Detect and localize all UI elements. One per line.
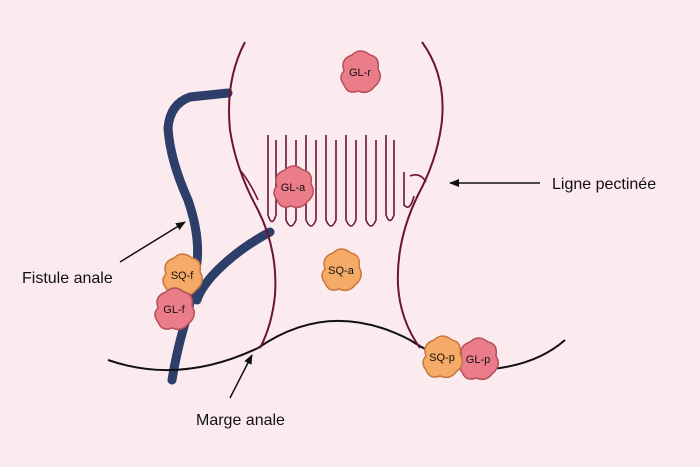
fistula-branch bbox=[192, 227, 275, 305]
gland-label-sq-f: SQ-f bbox=[171, 270, 195, 282]
skin-line-center bbox=[257, 319, 566, 370]
gland-gl-a: GL-a bbox=[273, 165, 314, 209]
gland-label-gl-r: GL-r bbox=[349, 67, 371, 79]
canal-wall-left bbox=[228, 41, 277, 349]
label-ligne-pectinee: Ligne pectinée bbox=[552, 176, 656, 193]
gland-sq-p: SQ-p bbox=[422, 335, 463, 379]
canal-wall-right bbox=[396, 41, 444, 349]
gland-sq-a: SQ-a bbox=[321, 248, 362, 292]
label-fistule-anale: Fistule anale bbox=[22, 270, 113, 287]
gland-gl-p: GL-p bbox=[458, 337, 499, 381]
anal-columns bbox=[239, 135, 427, 227]
gland-label-sq-a: SQ-a bbox=[328, 265, 355, 277]
gland-label-gl-p: GL-p bbox=[466, 354, 490, 366]
gland-label-gl-f: GL-f bbox=[163, 304, 185, 316]
gland-gl-f: GL-f bbox=[154, 287, 195, 331]
gland-gl-r: GL-r bbox=[340, 50, 381, 94]
gland-label-gl-a: GL-a bbox=[281, 182, 306, 194]
arrow-marge-anale bbox=[229, 354, 253, 399]
gland-label-sq-p: SQ-p bbox=[429, 352, 455, 364]
fistula-tract bbox=[163, 88, 233, 385]
gland-sq-f: SQ-f bbox=[162, 253, 203, 297]
skin-line bbox=[107, 347, 259, 372]
arrow-fistule-anale bbox=[119, 221, 186, 263]
label-marge-anale: Marge anale bbox=[196, 412, 285, 429]
